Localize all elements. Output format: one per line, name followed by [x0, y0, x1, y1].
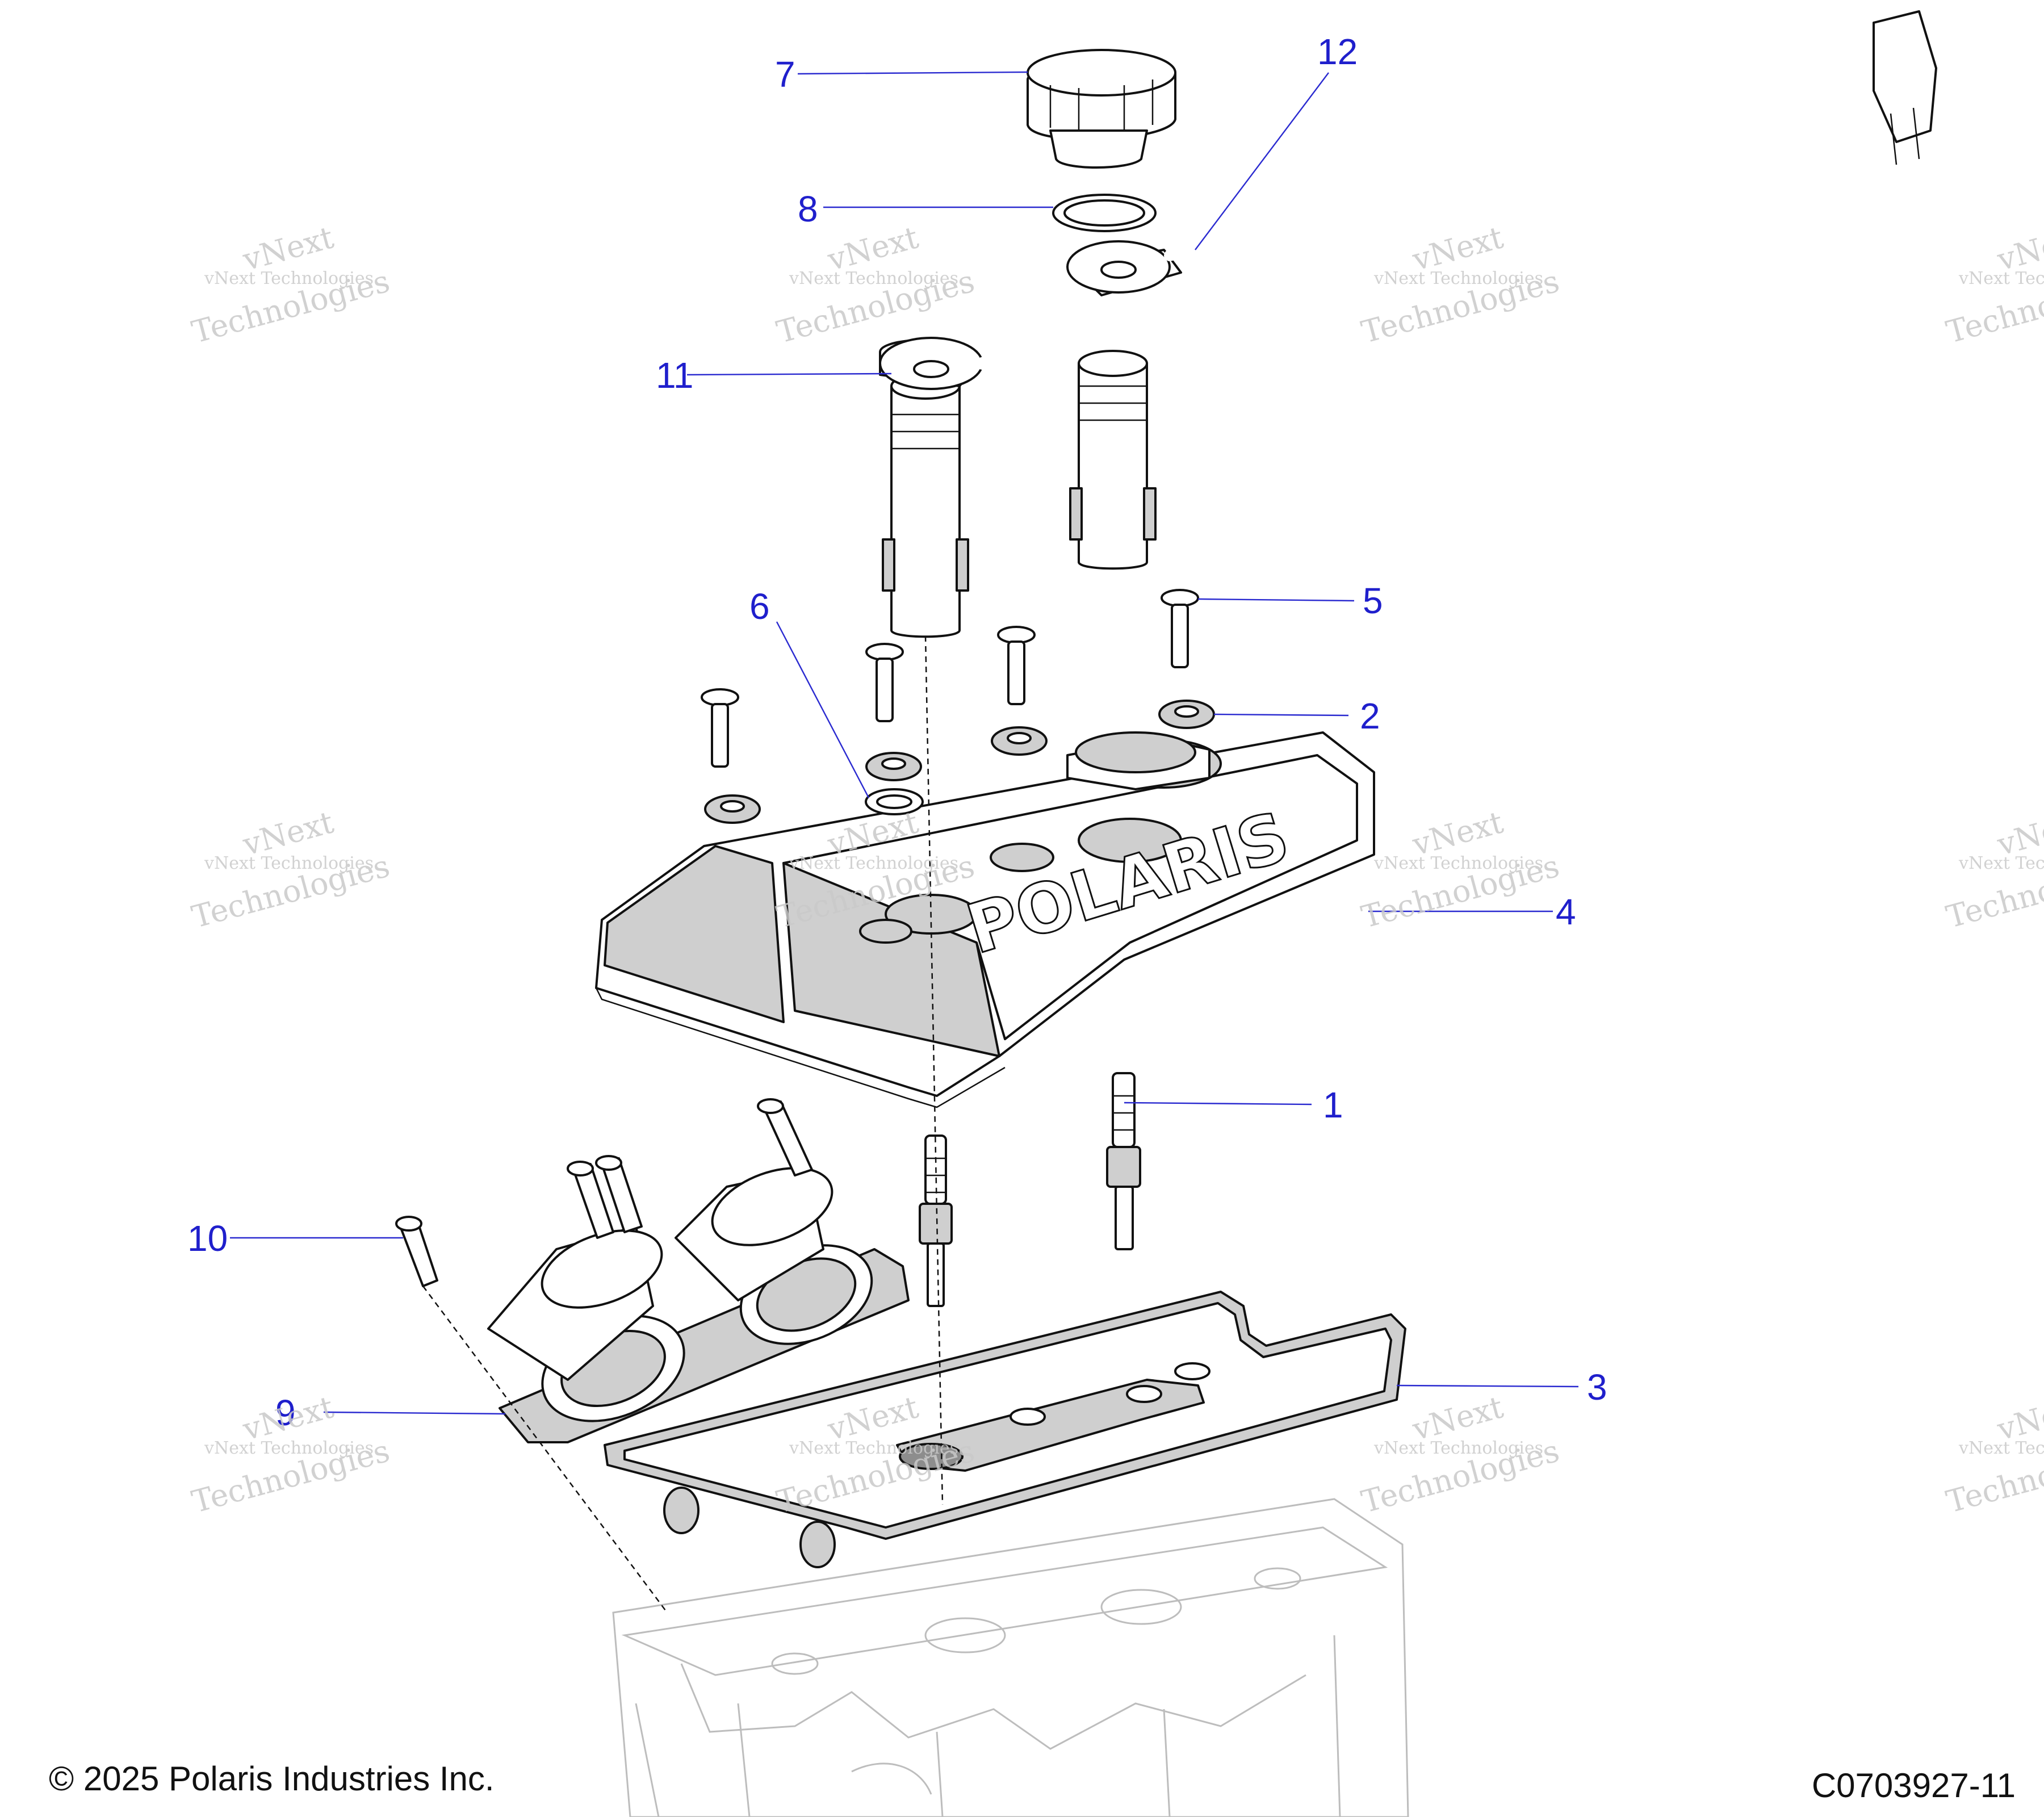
watermark: vNext vNext Technologies Technologies: [188, 219, 393, 350]
callout-1: 1: [1323, 1085, 1343, 1125]
washers: [704, 700, 1215, 824]
svg-text:vNext Technologies: vNext Technologies: [1373, 1438, 1543, 1458]
callout-11: 11: [656, 355, 693, 396]
watermark: vNext vNext Technologies Technologies: [773, 219, 978, 350]
svg-text:vNext Technologies: vNext Technologies: [789, 853, 958, 873]
callout-10: 10: [187, 1218, 228, 1259]
spark-plugs: [919, 1072, 1141, 1307]
copyright-notice: © 2025 Polaris Industries Inc.: [49, 1760, 495, 1798]
coil-harness: [976, 10, 1937, 370]
callout-12: 12: [1317, 31, 1358, 72]
oil-fill-cap: [1027, 49, 1176, 169]
svg-text:vNext Technologies: vNext Technologies: [789, 1438, 958, 1458]
callout-8: 8: [798, 189, 818, 229]
intake-boot: [487, 1167, 910, 1443]
callout-5: 5: [1363, 580, 1383, 621]
valve-cover: POLARIS: [595, 731, 1375, 1108]
drawing-number: C0703927-11: [1811, 1766, 2016, 1805]
svg-text:vNext Technologies: vNext Technologies: [1373, 269, 1543, 288]
svg-text:vNext Technologies: vNext Technologies: [204, 853, 374, 873]
callout-7: 7: [775, 54, 795, 95]
watermark: vNext vNext Technologies Technologies: [1942, 1389, 2044, 1519]
svg-text:vNext Technologies: vNext Technologies: [789, 269, 958, 288]
callout-2: 2: [1360, 696, 1380, 736]
cylinder-head-ghost: [612, 1498, 1409, 1817]
callout-4: 4: [1556, 891, 1576, 932]
seal-washer: [865, 788, 924, 815]
o-ring: [1052, 194, 1157, 232]
callout-9: 9: [275, 1392, 296, 1433]
alignment-lines: [422, 635, 944, 1613]
intake-bolts: [395, 1098, 813, 1287]
callout-numbers: 1 2 3 4 5 6 7 8 9 10 11 12: [187, 31, 1607, 1433]
watermark: vNext vNext Technologies Technologies: [1358, 804, 1563, 935]
callout-3: 3: [1587, 1367, 1607, 1408]
watermark: vNext vNext Technologies Technologies: [1358, 1389, 1563, 1519]
svg-text:vNext Technologies: vNext Technologies: [1958, 1438, 2044, 1458]
svg-text:vNext Technologies: vNext Technologies: [1373, 853, 1543, 873]
watermark: vNext vNext Technologies Technologies: [188, 804, 393, 935]
shoulder-bolts: [701, 589, 1199, 768]
ignition-coils: [879, 240, 1182, 638]
callout-6: 6: [749, 586, 770, 627]
svg-text:vNext Technologies: vNext Technologies: [1958, 269, 2044, 288]
valve-cover-gasket: [604, 1291, 1406, 1568]
watermark: vNext vNext Technologies Technologies: [1942, 804, 2044, 935]
svg-text:vNext Technologies: vNext Technologies: [204, 1438, 374, 1458]
svg-text:vNext Technologies: vNext Technologies: [1958, 853, 2044, 873]
leader-lines: [230, 71, 1579, 1415]
watermark: vNext vNext Technologies Technologies: [1942, 219, 2044, 350]
svg-text:vNext Technologies: vNext Technologies: [204, 269, 374, 288]
watermark: vNext vNext Technologies Technologies: [188, 1389, 393, 1519]
